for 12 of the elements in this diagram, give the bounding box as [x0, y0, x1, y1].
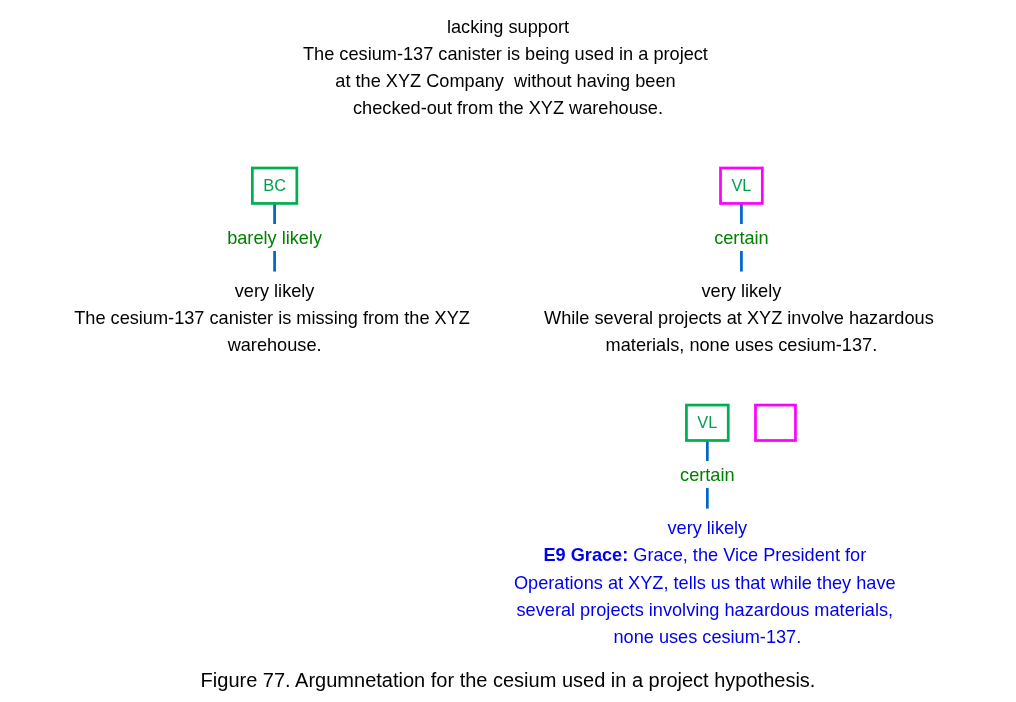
edge-label: certain	[714, 227, 769, 248]
node-text: lacking support The cesium-137 canister is being used in a project at the XYZ Company without having been checked-out from the XYZ warehouse.	[303, 16, 708, 119]
node-text: very likely The cesium-137 canister is missing from the XYZ warehouse.	[74, 280, 470, 356]
edge-label: barely likely	[227, 227, 323, 248]
node-box	[754, 403, 797, 442]
figure-caption: Figure 77. Argumnetation for the cesium used in a project hypothesis.	[200, 669, 816, 692]
node-text: very likely E9 Grace: Grace, the Vice President for Operations at XYZ, tells us that while they have several projects involving hazardous materials, none uses cesium-137.	[513, 517, 896, 647]
node-text: very likely While several projects at XYZ involve hazardous materials, none uses cesium-137.	[544, 280, 934, 356]
node-box: BC	[250, 166, 299, 205]
node-box: VL	[685, 403, 730, 442]
edge-label: certain	[680, 464, 735, 485]
node-box: VL	[719, 166, 764, 205]
